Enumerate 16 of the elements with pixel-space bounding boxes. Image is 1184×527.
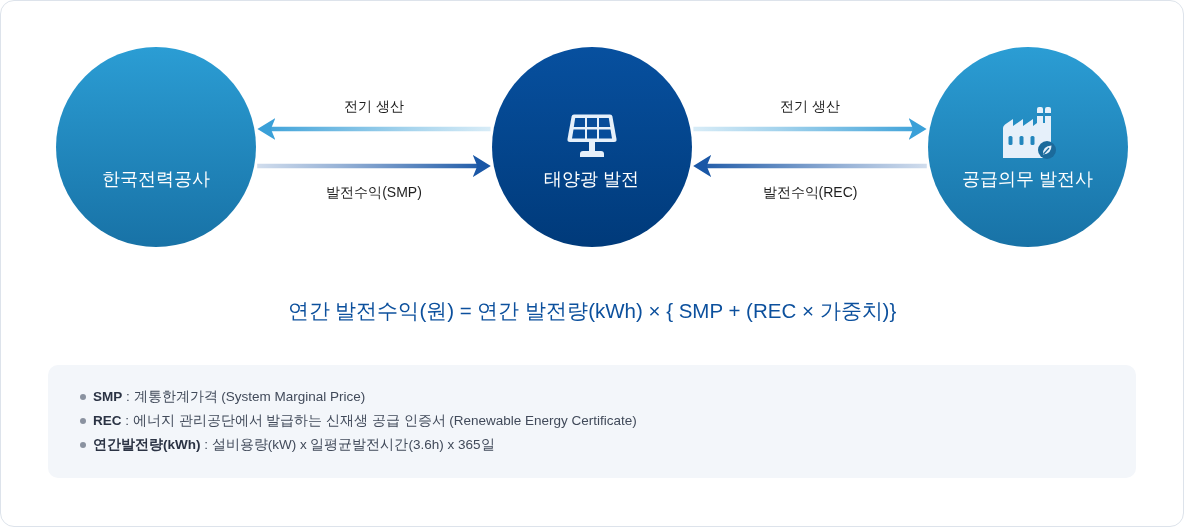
edge-label: 발전수익(REC) [762, 183, 858, 201]
note-text: 연간발전량(kWh) : 설비용량(kW) x 일평균발전시간(3.6h) x 365일 [93, 436, 495, 453]
note-panel [48, 365, 1136, 478]
edge-label: 전기 생산 [780, 97, 840, 115]
arrow [257, 118, 491, 140]
node-label: 공급의무 발전사 [961, 168, 1095, 190]
arrow [257, 155, 491, 177]
note-text: REC : 에너지 관리공단에서 발급하는 신재생 공급 인증서 (Renewable Energy Certificate) [93, 412, 637, 429]
note-text: SMP : 계통한계가격 (System Marginal Price) [93, 388, 366, 405]
arrow [693, 155, 927, 177]
formula-text: 연간 발전수익(원) = 연간 발전량(kWh) × { SMP + (REC × 가중치)} [287, 298, 897, 324]
edge-label: 전기 생산 [344, 97, 404, 115]
node-label: 한국전력공사 [101, 168, 211, 190]
node-label: 태양광 발전 [543, 168, 641, 190]
arrow [693, 118, 927, 140]
edge-label: 발전수익(SMP) [326, 183, 422, 201]
